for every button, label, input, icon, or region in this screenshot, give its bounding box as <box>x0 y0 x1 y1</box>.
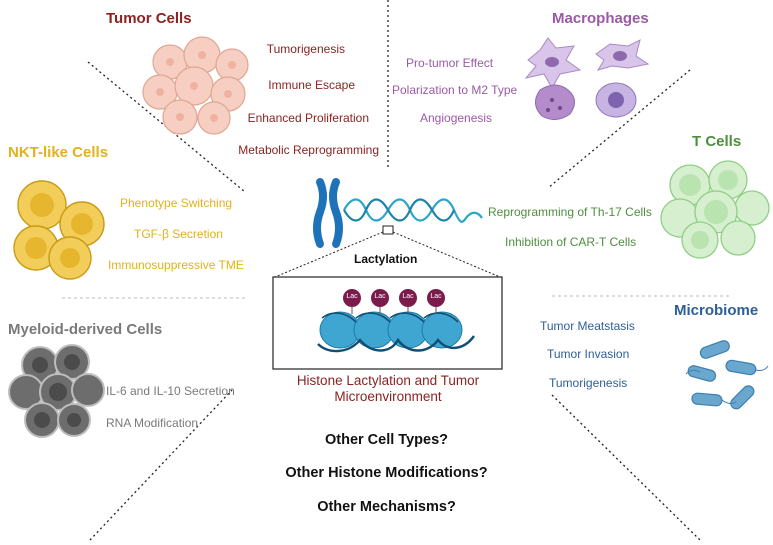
myeloid-cells-title: Myeloid-derived Cells <box>8 321 163 338</box>
divider-top-right <box>547 69 691 189</box>
tumor-item: Tumorigenesis <box>266 42 345 56</box>
lac-tag: Lac <box>346 293 358 300</box>
nkt-cell-icon <box>13 180 105 280</box>
macrophage-icon <box>524 37 650 120</box>
macrophage-item: Angiogenesis <box>420 111 493 125</box>
nkt-item: TGF-β Secretion <box>134 227 223 241</box>
chromosome-icon <box>313 178 483 248</box>
t-cell-cluster-icon <box>660 160 770 259</box>
tumor-cells-title: Tumor Cells <box>106 10 192 27</box>
nucleosome-array-icon <box>317 289 475 353</box>
microbiome-item: Tumor Meatstasis <box>540 319 635 333</box>
zoom-lines <box>274 231 501 278</box>
question-other-cell-types: Other Cell Types? <box>324 432 448 448</box>
tumor-item: Metabolic Reprogramming <box>238 143 379 157</box>
question-other-mechanisms: Other Mechanisms? <box>317 499 456 515</box>
bacteria-icon <box>685 340 769 410</box>
lac-tag: Lac <box>374 293 386 300</box>
myeloid-item: RNA Modification <box>106 416 199 430</box>
macrophage-item: Pro-tumor Effect <box>406 56 494 70</box>
macrophages-title: Macrophages <box>552 10 649 27</box>
microbiome-item: Tumorigenesis <box>549 376 628 390</box>
center-title-line2: Microenvironment <box>334 389 442 404</box>
microbiome-title: Microbiome <box>674 302 759 319</box>
microbiome-item: Tumor Invasion <box>547 347 630 361</box>
lac-tag: Lac <box>430 293 442 300</box>
myeloid-item: IL-6 and IL-10 Secretion <box>106 384 235 398</box>
t-cells-title: T Cells <box>692 133 742 150</box>
macrophage-item: Polarization to M2 Type <box>392 83 518 97</box>
question-other-histone-modifications: Other Histone Modifications? <box>285 465 488 481</box>
tumor-cell-cluster-icon <box>142 36 249 135</box>
lac-tag: Lac <box>402 293 414 300</box>
horizontal-dividers <box>62 295 730 299</box>
center-title-line1: Histone Lactylation and Tumor <box>296 373 480 388</box>
nkt-item: Immunosuppressive TME <box>108 258 244 272</box>
tumor-item: Enhanced Proliferation <box>247 111 369 125</box>
lactylation-label: Lactylation <box>354 252 418 266</box>
nkt-item: Phenotype Switching <box>120 196 233 210</box>
tumor-item: Immune Escape <box>268 78 355 92</box>
t-cell-item: Inhibition of CAR-T Cells <box>505 235 637 249</box>
t-cell-item: Reprogramming of Th-17 Cells <box>488 205 652 219</box>
myeloid-cell-cluster-icon <box>8 344 105 438</box>
center-title: Histone Lactylation and Tumor Microenvir… <box>230 373 546 405</box>
nkt-cells-title: NKT-like Cells <box>8 144 109 161</box>
